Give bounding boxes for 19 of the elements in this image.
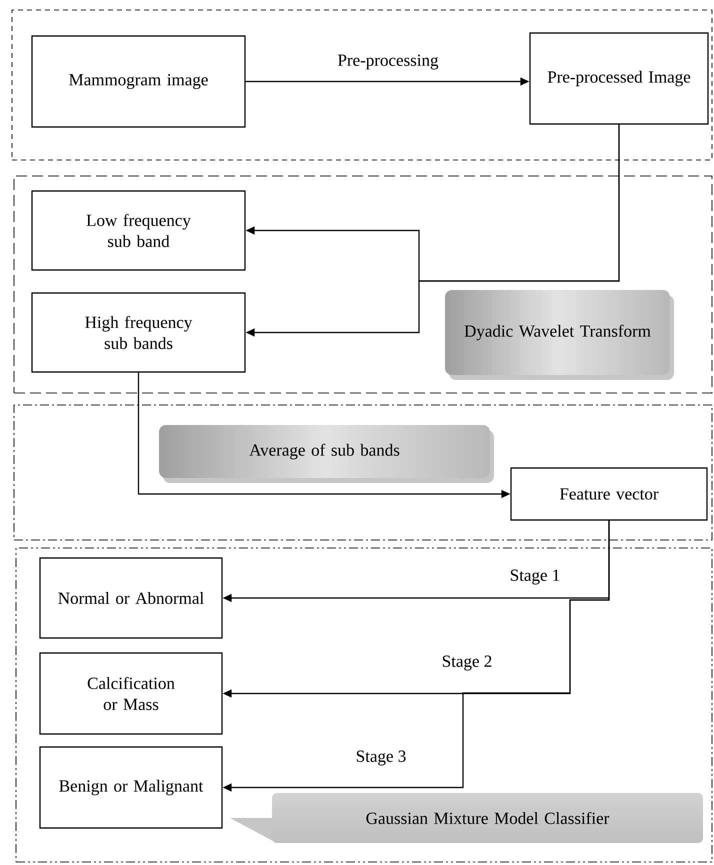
stage-label-box: Dyadic Wavelet Transform <box>445 290 674 380</box>
process-box: Normal or Abnormal <box>39 557 223 639</box>
dashed-panel <box>14 176 712 394</box>
dashed-panel <box>14 404 712 540</box>
process-box: Benign or Malignant <box>39 746 223 829</box>
process-box: High frequency sub bands <box>31 292 246 373</box>
edge-label: Stage 2 <box>442 656 492 670</box>
edge-label: Stage 1 <box>510 570 560 584</box>
process-box: Feature vector <box>510 467 708 521</box>
stage-label-box: Average of sub bands <box>159 425 494 483</box>
edge-label: Stage 3 <box>356 750 406 766</box>
edge-label: Pre-processing <box>338 54 438 70</box>
process-box: Mammogram image <box>31 35 246 128</box>
process-box: Low frequency sub band <box>31 190 246 271</box>
process-box: Calcification or Mass <box>39 652 223 735</box>
dashed-panel <box>12 10 712 160</box>
dashed-panel <box>16 548 712 862</box>
callout-box: Gaussian Mixture Model Classifier <box>230 793 703 843</box>
process-box: Pre-processed Image <box>529 32 709 125</box>
